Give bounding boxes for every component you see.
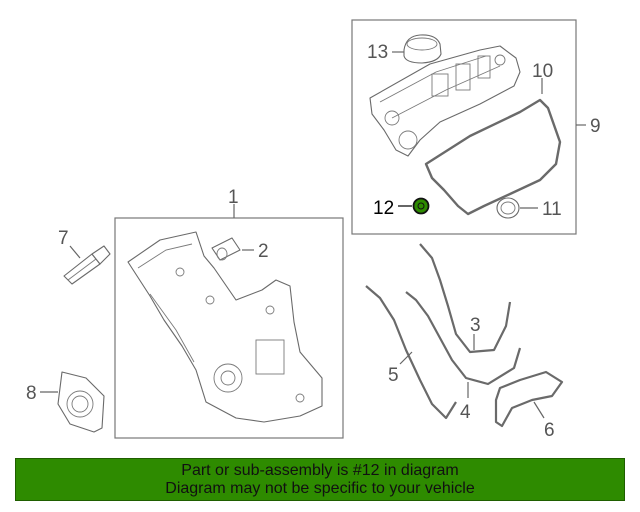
valve-cover-part[interactable]	[369, 45, 521, 157]
callout-11: 11	[542, 199, 562, 220]
valve-cover-gasket-part[interactable]	[424, 98, 562, 216]
callout-10: 10	[532, 61, 553, 82]
callout-4: 4	[460, 402, 471, 423]
front-seal-part[interactable]	[57, 371, 105, 433]
gasket-part-6[interactable]	[494, 370, 564, 428]
footer-part-note: Part or sub-assembly is #12 in diagram	[181, 461, 459, 479]
callout-1: 1	[228, 187, 239, 208]
leader-6	[533, 401, 545, 419]
callout-12: 12	[373, 198, 394, 219]
callout-6: 6	[544, 420, 555, 441]
callout-13: 13	[367, 42, 388, 63]
leader-5	[399, 351, 413, 365]
callout-9: 9	[590, 116, 601, 137]
sealant-tube-part[interactable]	[63, 245, 111, 285]
dowel-part[interactable]	[211, 237, 241, 261]
gasket-part-3[interactable]	[419, 243, 512, 354]
valve-cover-group-box	[351, 19, 577, 235]
leader-7	[69, 245, 81, 259]
timing-cover-box	[114, 217, 344, 439]
callout-8: 8	[26, 383, 37, 404]
footer-disclaimer: Diagram may not be specific to your vehi…	[165, 479, 475, 497]
gasket-part-4[interactable]	[405, 291, 522, 386]
gasket-part-5[interactable]	[365, 285, 457, 420]
grommet-part-12[interactable]	[412, 197, 430, 215]
timing-cover-part[interactable]	[127, 231, 323, 423]
callout-7: 7	[58, 228, 69, 249]
callout-3: 3	[470, 315, 481, 336]
callout-2: 2	[258, 241, 269, 262]
parts-diagram: 13 10 9 11 12 1 2 7 8 3 5 4 6	[26, 19, 601, 441]
spark-plug-seal-part[interactable]	[496, 197, 520, 219]
oil-cap-part[interactable]	[403, 34, 442, 64]
callout-5: 5	[388, 365, 399, 386]
footer-banner: Part or sub-assembly is #12 in diagram D…	[15, 458, 625, 501]
